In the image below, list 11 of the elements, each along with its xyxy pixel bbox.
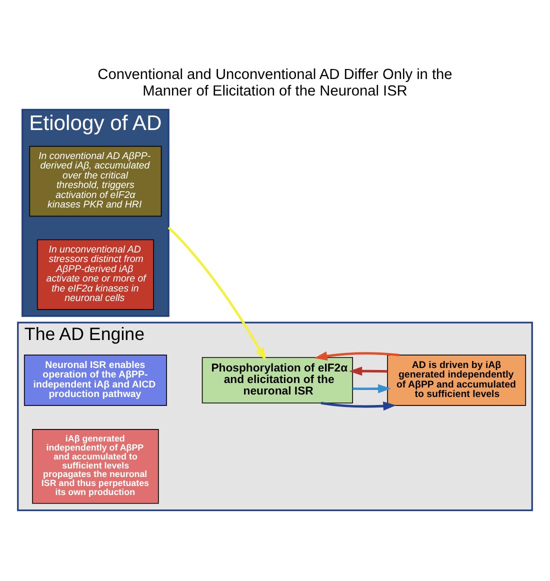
node-box: In unconventional AD stressors distinct from AβPP-derived iAβ activate one or more of the eIF2α kinases in neuronal cells [36,239,154,310]
node-box: Phosphorylation of eIF2α and elicitation of the neuronal ISR [202,357,353,404]
arrow [314,352,400,360]
node-box: iAβ generated independently of AβPP and accumulated to sufficient levels propagates the neuronal ISR and thus perpetuates its own production [32,429,159,504]
node-box: Neuronal ISR enables operation of the AβPP-independent iAβ and AICD production pathway [24,354,167,406]
arrow [349,366,388,376]
arrow [352,384,392,394]
node-box: AD is driven by iAβ generated independently of AβPP and accumulated to sufficient levels [387,354,526,406]
node-box: In conventional AD AβPP-derived iAβ, accumulated over the critical threshold, triggers activation of eIF2α kinases PKR and HRI [29,146,162,217]
diagram-title: Conventional and Unconventional AD Differ Only in the Manner of Elicitation of the Neuronal ISR [98,67,452,100]
arrow [168,226,266,361]
